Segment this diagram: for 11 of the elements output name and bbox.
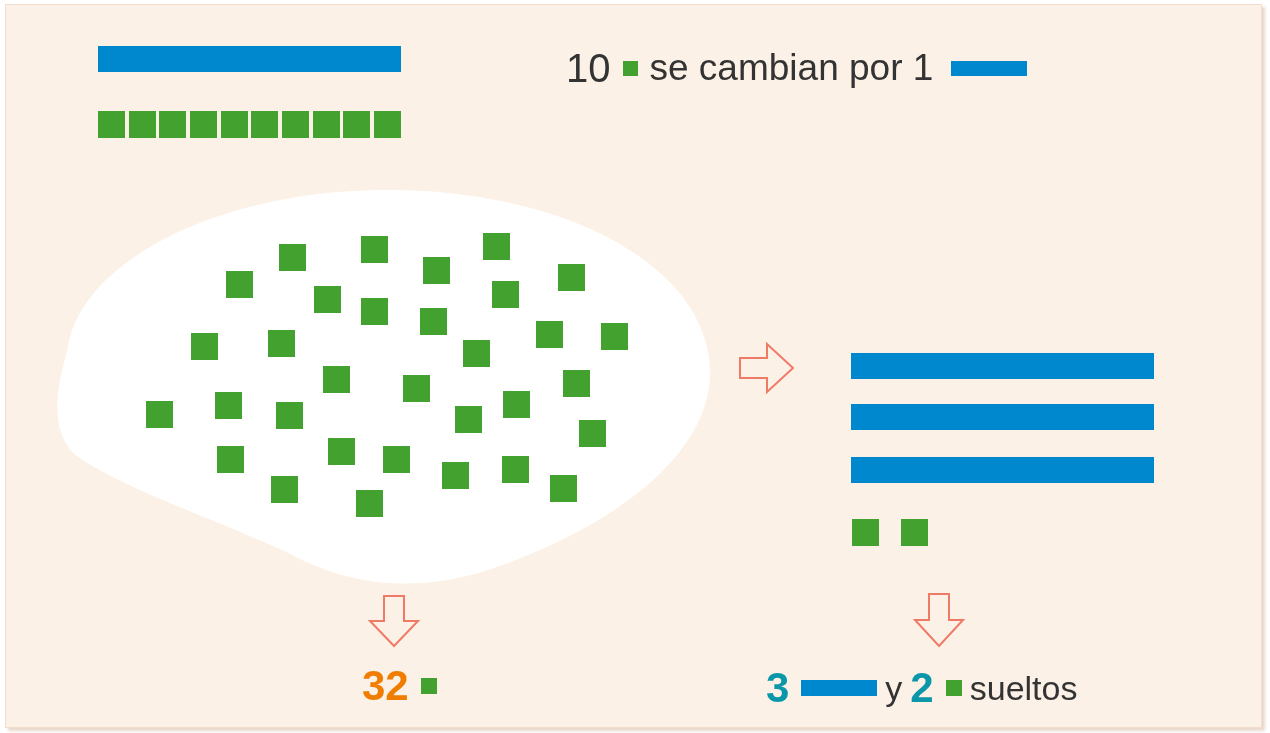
number-text: 10 bbox=[566, 45, 611, 92]
tens-and-units-drawing bbox=[851, 353, 1154, 546]
hollow-arrow bbox=[912, 593, 966, 648]
word-text: sueltos bbox=[969, 668, 1078, 709]
hollow-arrow bbox=[367, 595, 421, 648]
number-text: 2 bbox=[910, 663, 934, 713]
number-text: 3 bbox=[766, 663, 790, 713]
hollow-arrow bbox=[739, 341, 795, 395]
number-text: 32 bbox=[362, 661, 409, 711]
exchange-text: se cambian por 1 bbox=[649, 46, 934, 90]
word-text: y bbox=[885, 668, 903, 709]
